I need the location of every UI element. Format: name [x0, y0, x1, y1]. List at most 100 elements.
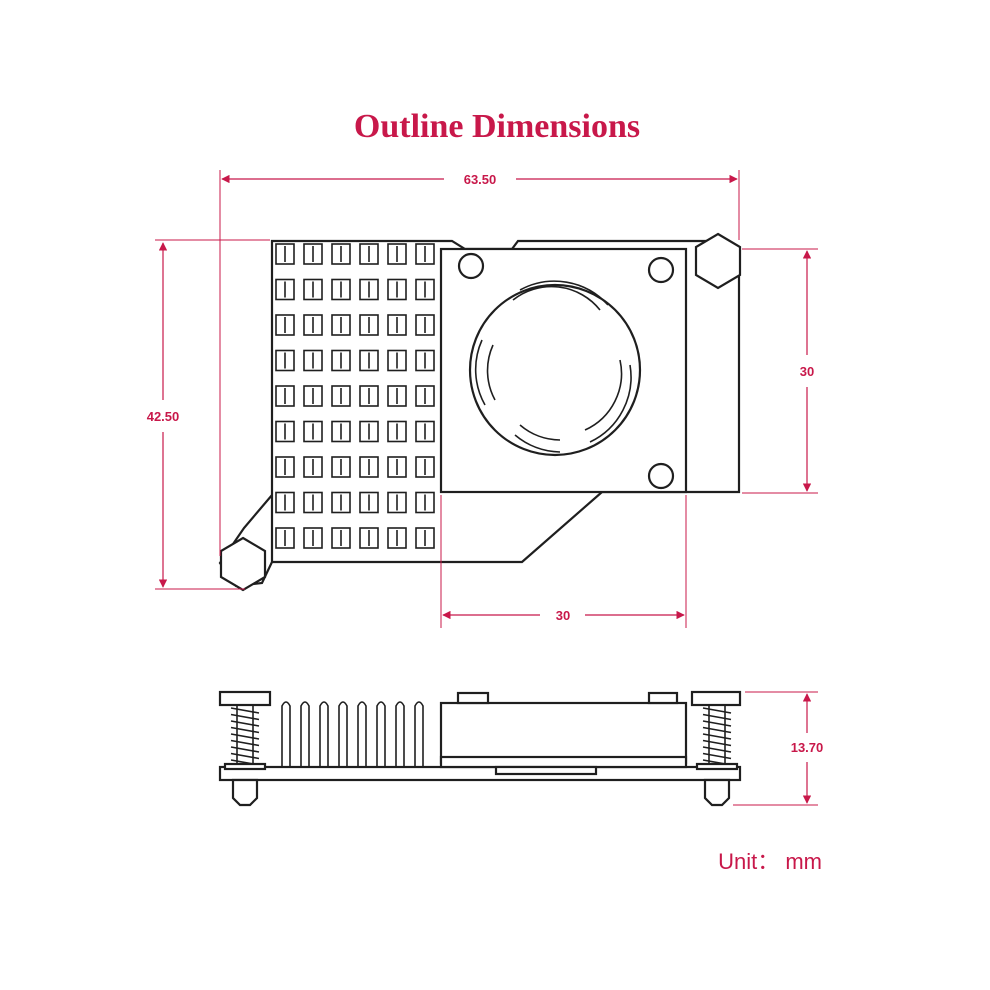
- fin-cell: [303, 491, 323, 514]
- screw-head-left: [218, 690, 272, 707]
- fin-cell: [359, 243, 379, 265]
- fin-cell: [331, 243, 351, 265]
- fin-cell: [275, 278, 295, 301]
- spring-coil: [702, 713, 732, 721]
- fin-cell: [303, 243, 323, 265]
- fin-cell: [387, 456, 407, 478]
- screw-washer-right: [695, 762, 739, 771]
- spring-coil: [230, 713, 260, 721]
- push-pin-right: [703, 778, 731, 807]
- spring-coil: [702, 746, 732, 753]
- fan-screw-hole-bottom-right: [647, 462, 675, 490]
- fin-cell: [387, 491, 407, 514]
- fin-cell: [387, 243, 407, 265]
- fin-cell: [331, 420, 351, 443]
- side-fin: [338, 701, 348, 767]
- fin-cell: [415, 278, 435, 301]
- top-view: 63.50 42.50 30 30: [147, 170, 818, 628]
- fin-cell: [415, 456, 435, 478]
- fin-cell: [275, 456, 295, 478]
- fan-screw-hole-top-right: [647, 256, 675, 284]
- fin-cell: [275, 243, 295, 265]
- fin-cell: [275, 527, 295, 549]
- fin-cell: [331, 278, 351, 301]
- screw-head-right: [690, 690, 742, 707]
- spring-coil: [702, 752, 732, 760]
- screw-washer-left: [223, 762, 267, 771]
- fin-cell: [275, 385, 295, 407]
- spring-coil: [230, 739, 260, 747]
- unit-label: Unit： mm: [718, 849, 822, 874]
- side-fin: [357, 701, 367, 767]
- fin-cell: [331, 527, 351, 549]
- spring-left: [230, 705, 260, 766]
- fin-cell: [331, 456, 351, 478]
- fin-cell: [359, 349, 379, 372]
- side-fin: [414, 701, 424, 767]
- fin-cell: [359, 420, 379, 443]
- fin-cell: [275, 314, 295, 336]
- fin-cell: [415, 420, 435, 443]
- fin-cell: [303, 456, 323, 478]
- fin-cell: [415, 349, 435, 372]
- fin-cell: [303, 527, 323, 549]
- fin-cell: [415, 243, 435, 265]
- fan-ring-outer: [468, 283, 642, 457]
- spring-coil: [230, 720, 260, 727]
- spring-coil: [702, 726, 732, 734]
- side-fins: [281, 701, 424, 767]
- fin-cell: [303, 314, 323, 336]
- fin-cell: [415, 385, 435, 407]
- spring-coil: [230, 726, 260, 734]
- fin-cell: [275, 420, 295, 443]
- spring-coil: [230, 752, 260, 760]
- fan-block-lip: [439, 755, 688, 769]
- fin-cell: [359, 385, 379, 407]
- dimension-total-height: 42.50: [147, 409, 180, 424]
- spring-coil: [702, 739, 732, 747]
- fan-center-block: [494, 765, 598, 776]
- hex-nut-bottom-left: [219, 536, 267, 592]
- fin-cell: [387, 314, 407, 336]
- spring-right: [702, 705, 732, 766]
- fin-cell: [387, 278, 407, 301]
- fin-cell: [359, 278, 379, 301]
- dimension-fan-height: 30: [800, 364, 814, 379]
- fan-screw-hole-top-left: [457, 252, 485, 280]
- dimension-total-width: 63.50: [464, 172, 497, 187]
- side-fin: [376, 701, 386, 767]
- fin-cell: [303, 278, 323, 301]
- fin-cell: [331, 349, 351, 372]
- spring-coil: [702, 733, 732, 740]
- dimension-fan-width: 30: [556, 608, 570, 623]
- fin-cell: [303, 420, 323, 443]
- side-fin: [395, 701, 405, 767]
- side-fin: [281, 701, 291, 767]
- heatsink-fin-grid: [275, 243, 435, 549]
- fin-cell: [275, 491, 295, 514]
- spring-coil: [702, 707, 732, 714]
- fan-tab-left: [456, 691, 490, 705]
- fin-cell: [415, 314, 435, 336]
- fan-block: [439, 701, 688, 765]
- fin-cell: [359, 456, 379, 478]
- fin-cell: [387, 385, 407, 407]
- fin-cell: [303, 349, 323, 372]
- fin-cell: [359, 527, 379, 549]
- side-fin: [319, 701, 329, 767]
- page-title: Outline Dimensions: [354, 108, 640, 145]
- fin-cell: [303, 385, 323, 407]
- fin-cell: [359, 491, 379, 514]
- push-pin-left: [231, 778, 259, 807]
- spring-coil: [230, 707, 260, 714]
- hex-nut-top-right: [694, 232, 742, 290]
- fan-tab-right: [647, 691, 679, 705]
- base-plate: [218, 765, 742, 782]
- fin-cell: [275, 349, 295, 372]
- fin-cell: [331, 491, 351, 514]
- fin-cell: [387, 420, 407, 443]
- fin-cell: [359, 314, 379, 336]
- spring-coil: [230, 733, 260, 740]
- side-fin: [300, 701, 310, 767]
